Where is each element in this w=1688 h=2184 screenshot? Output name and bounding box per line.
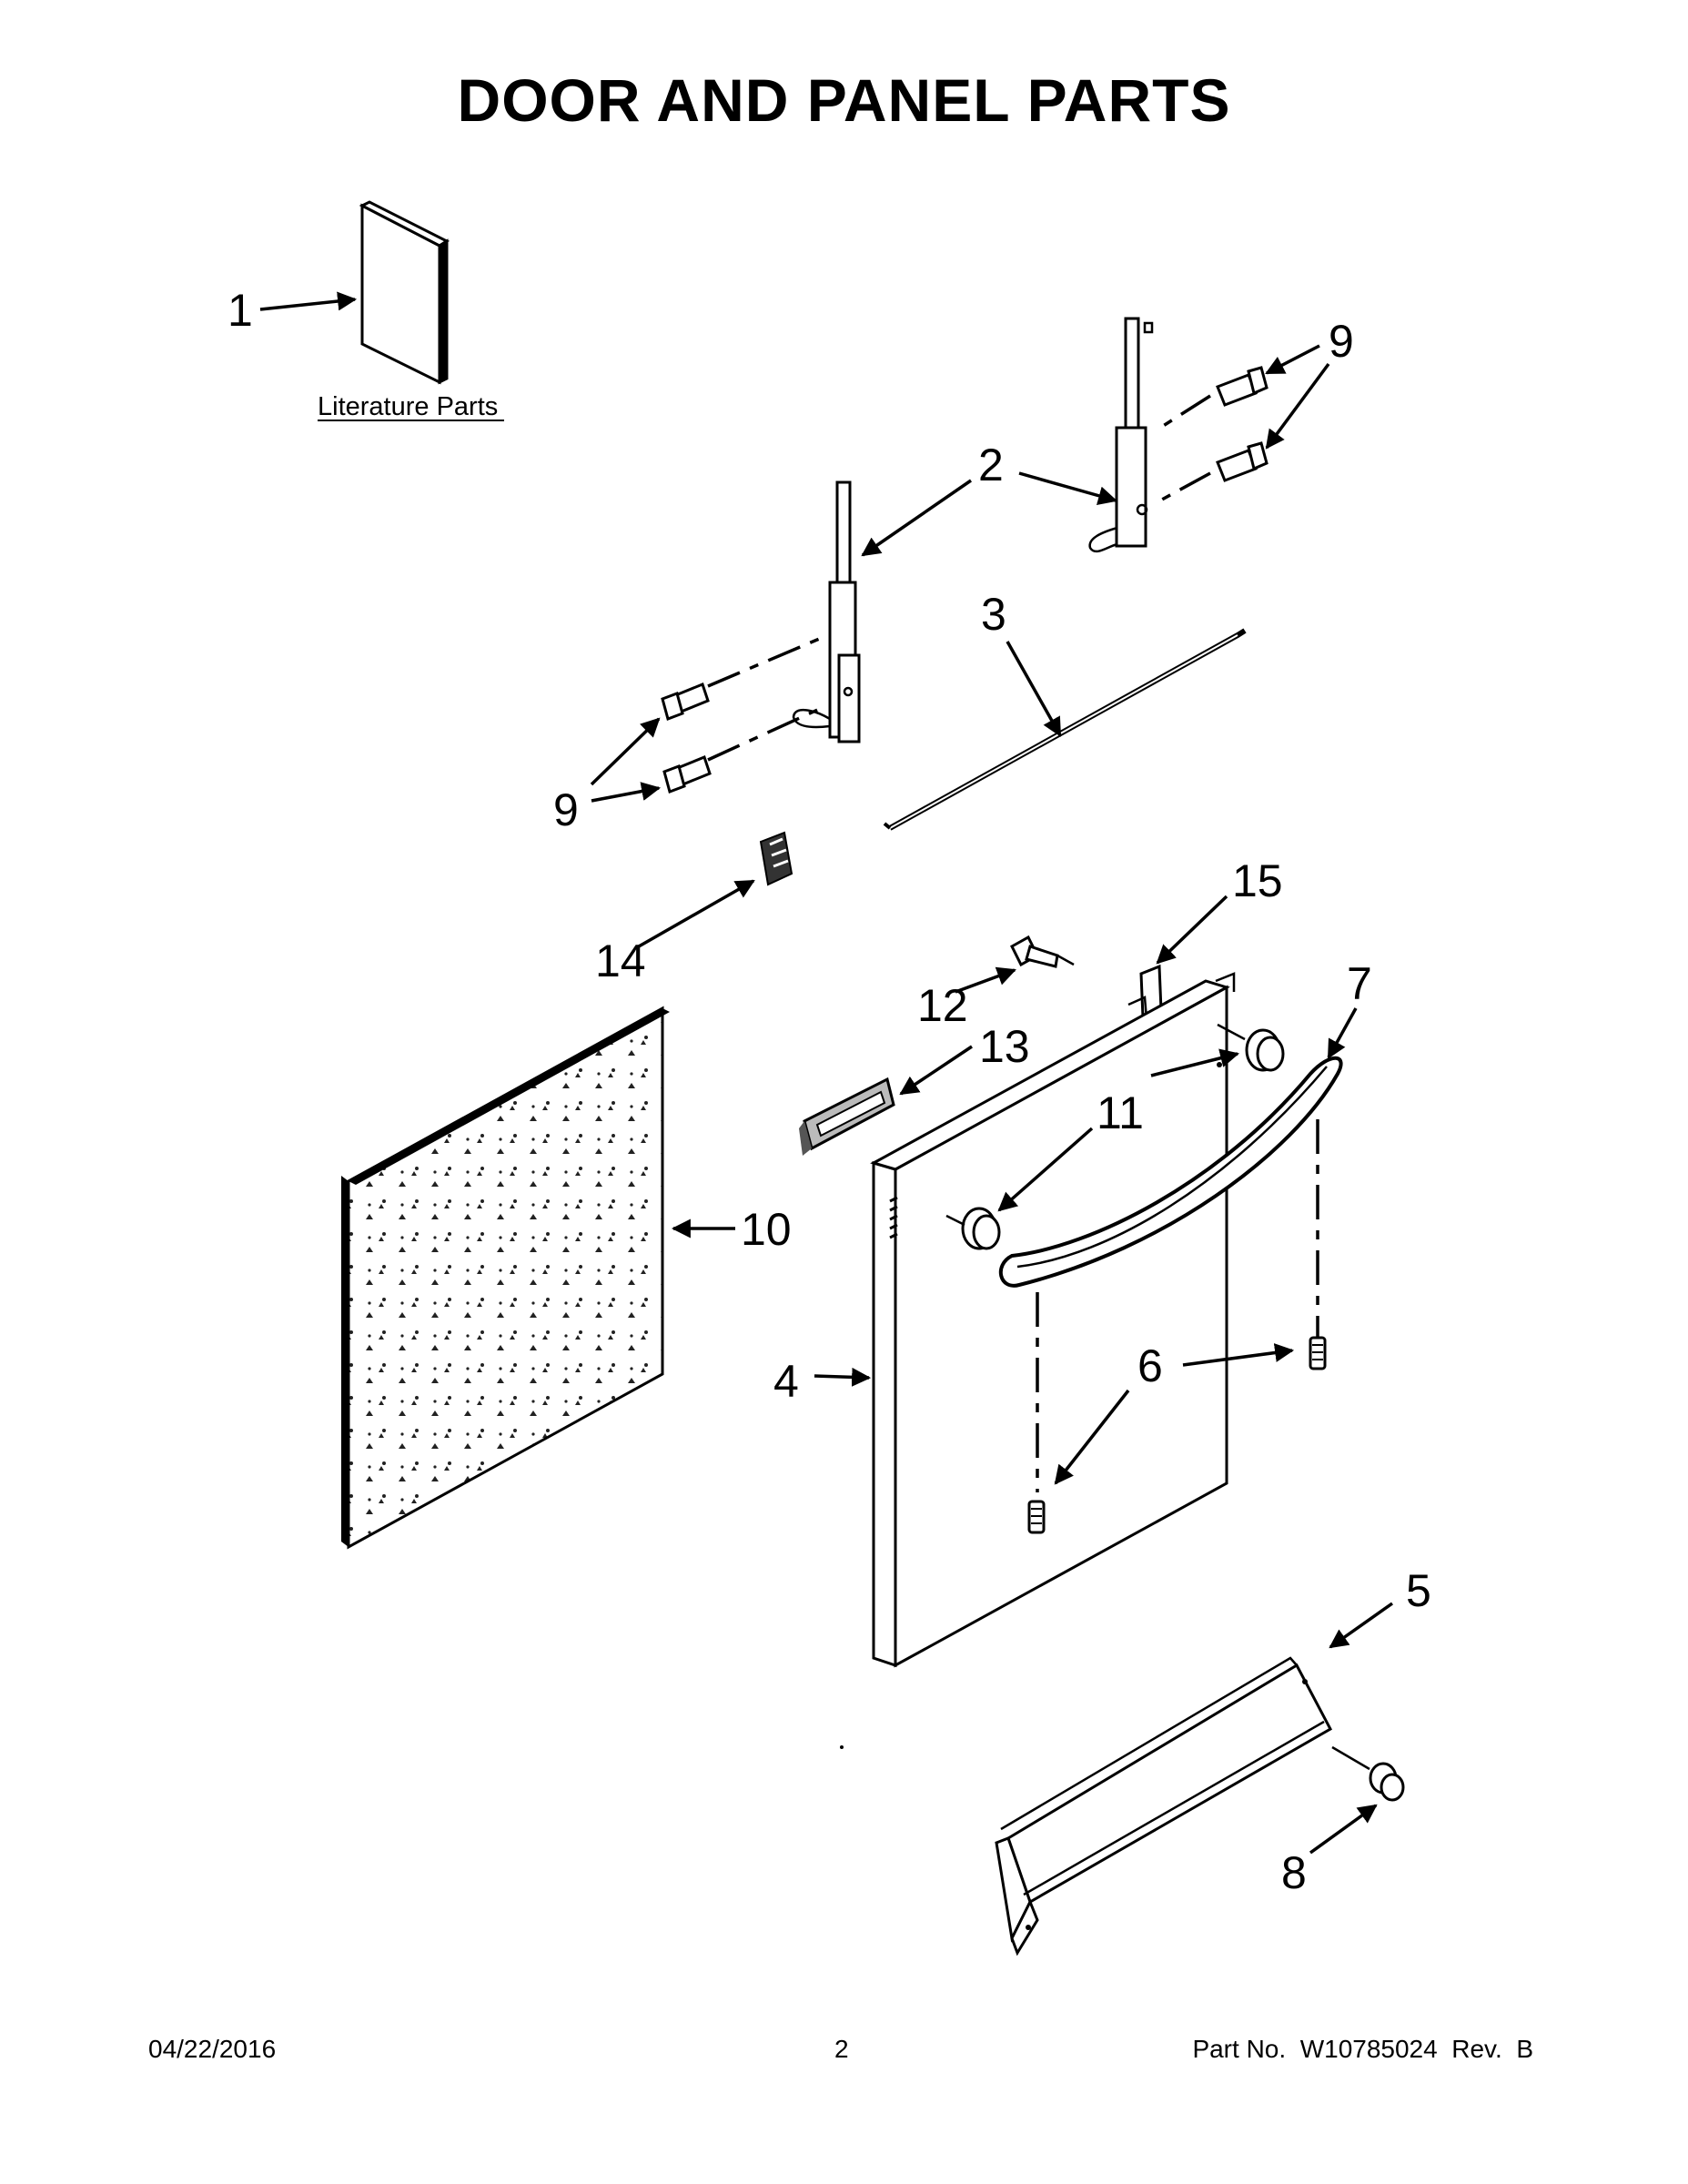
callout-5: 5: [1406, 1565, 1431, 1616]
callout-9-lower-arrow-a: [590, 717, 661, 786]
callout-9-lower: 9: [553, 784, 579, 835]
callout-15: 15: [1232, 855, 1283, 906]
callout-13: 13: [979, 1021, 1030, 1072]
callout-14-arrow: [638, 879, 755, 948]
outer-door-panel: [870, 972, 1236, 1668]
vent-insert: [799, 1077, 895, 1156]
bushing-upper: [1217, 1023, 1285, 1072]
callout-3: 3: [981, 589, 1006, 640]
literature-booklet: [359, 200, 450, 385]
literature-parts-label: Literature Parts: [318, 392, 498, 421]
callout-2-arrow-right: [1018, 471, 1118, 505]
callout-8-arrow: [1309, 1804, 1378, 1855]
callout-11: 11: [1097, 1087, 1144, 1138]
hinge-right: [1088, 317, 1154, 553]
set-screw-right: [1309, 1336, 1327, 1370]
door-rod: [883, 628, 1247, 831]
hinge-left-guide-lower: [707, 705, 824, 762]
callout-13-arrow: [899, 1045, 973, 1096]
callout-6-arrow-right: [1182, 1343, 1295, 1367]
callout-4-arrow: [814, 1367, 872, 1387]
callout-7: 7: [1347, 958, 1372, 1009]
callout-3-arrow: [1006, 641, 1062, 737]
hinge-left: [792, 480, 861, 743]
callout-10: 10: [741, 1204, 792, 1255]
page-title: DOOR AND PANEL PARTS: [457, 66, 1231, 134]
callout-11-arrow-upper: [1150, 1048, 1240, 1077]
callout-7-arrow: [1327, 1007, 1358, 1059]
callout-9-lower-arrow-b: [591, 782, 662, 803]
callout-5-arrow: [1329, 1602, 1394, 1649]
bushing-lower: [945, 1207, 1001, 1250]
footer-date: 04/22/2016: [148, 2035, 277, 2063]
hinge-left-guide-upper: [707, 635, 824, 688]
callout-11-arrow-lower: [997, 1127, 1094, 1212]
insulation-panel: [341, 1006, 670, 1550]
callout-6: 6: [1137, 1340, 1163, 1391]
callout-1: 1: [227, 285, 253, 336]
callout-15-arrow: [1156, 895, 1228, 965]
callout-9-upper: 9: [1329, 316, 1354, 367]
callout-2: 2: [978, 440, 1004, 490]
callout-9-upper-arrow-b: [1265, 362, 1330, 450]
screw-part-12: [1010, 935, 1075, 968]
hinge-right-guide-upper: [1159, 394, 1211, 430]
callout-8: 8: [1281, 1847, 1307, 1898]
callout-4: 4: [773, 1356, 799, 1407]
screw-right-upper: [1216, 366, 1269, 407]
door-handle: [998, 1056, 1343, 1288]
screw-left-lower: [662, 755, 712, 794]
callout-1-arrow: [259, 291, 358, 311]
footer-page-number: 2: [834, 2035, 849, 2063]
stray-dot: [840, 1745, 844, 1749]
callout-2-arrow-left: [861, 479, 972, 557]
callout-6-arrow-left: [1054, 1389, 1130, 1485]
screw-right-lower: [1216, 441, 1269, 482]
callout-9-upper-arrow-a: [1265, 344, 1320, 375]
footer-part-number: Part No. W10785024 Rev. B: [1192, 2035, 1533, 2063]
hinge-right-guide-lower: [1159, 471, 1211, 502]
callout-12: 12: [917, 980, 968, 1031]
knob-screw: [1331, 1745, 1405, 1802]
callout-14: 14: [595, 935, 646, 986]
callout-12-arrow: [955, 966, 1016, 994]
toe-panel: [995, 1656, 1333, 1956]
clip-part-14: [759, 831, 793, 886]
screw-left-upper: [661, 682, 710, 721]
set-screw-left: [1027, 1500, 1046, 1534]
